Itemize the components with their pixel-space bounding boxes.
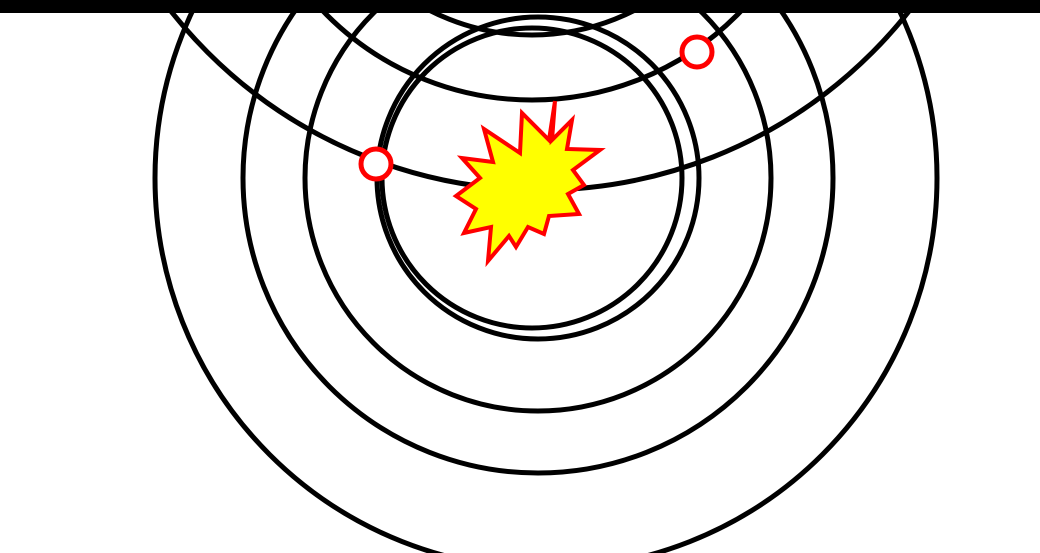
- sensor-left-icon: [358, 146, 394, 182]
- wavefront-group: [152, 0, 940, 553]
- reflected-wavefront-2: [309, 0, 755, 103]
- wavefront-3: [302, 0, 774, 414]
- wavefront-5: [152, 0, 940, 553]
- reflected-wavefront-1: [406, 0, 658, 38]
- sensor-right-icon: [679, 34, 715, 70]
- explosion-icon: [452, 100, 606, 268]
- ground-surface-line: [0, 0, 1040, 13]
- wavefront-4: [240, 0, 836, 476]
